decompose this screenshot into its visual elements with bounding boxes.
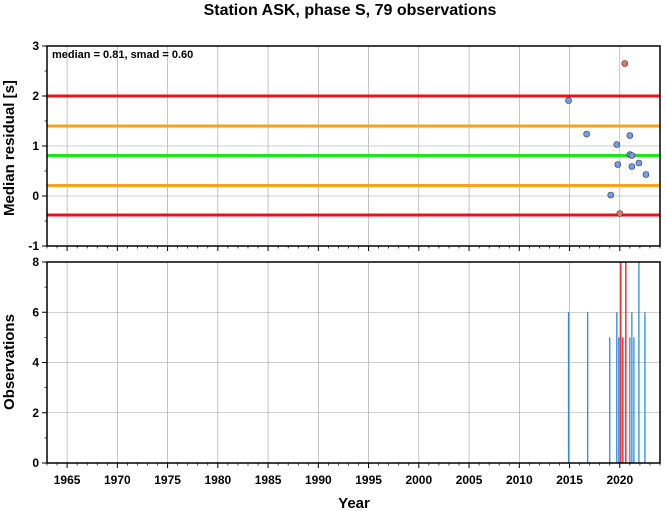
x-tick-label: 2015: [556, 473, 583, 487]
x-tick-label: 1975: [154, 473, 181, 487]
y-tick-label: 0: [32, 456, 39, 470]
residual-points: [565, 60, 650, 217]
residual-point: [616, 210, 624, 217]
residual-threshold-lines: [47, 94, 660, 217]
median-smad-annotation: median = 0.81, smad = 0.60: [52, 49, 193, 61]
residual-point: [628, 152, 636, 159]
residual-scatter-panel: -1 0 1 2 3 median = 0.81, smad = 0.60 Median…: [1, 39, 661, 253]
observations-y-ticks: 0 2 4 6 8: [32, 255, 47, 470]
observations-bars: [567, 262, 646, 463]
residual-point: [607, 191, 615, 199]
y-tick-label: 2: [32, 406, 39, 420]
residual-point: [613, 141, 621, 148]
residual-point: [628, 163, 636, 170]
y-tick-label: 1: [32, 139, 39, 153]
y-tick-label: 2: [32, 89, 39, 103]
y-tick-label: 8: [32, 255, 39, 269]
chart-title: Station ASK, phase S, 79 observations: [204, 2, 497, 19]
y-tick-label: -1: [28, 239, 39, 253]
residual-point: [614, 161, 622, 168]
x-tick-label: 1980: [204, 473, 231, 487]
x-tick-label: 1970: [104, 473, 131, 487]
x-tick-label: 1995: [355, 473, 382, 487]
residual-y-axis-label: Median residual [s]: [1, 80, 18, 216]
residual-x-ticks: [46, 246, 661, 251]
y-tick-label: 0: [32, 189, 39, 203]
residual-point: [635, 159, 643, 167]
observations-y-axis-label: Observations: [1, 314, 18, 410]
residual-point: [583, 130, 590, 138]
x-tick-label: 2000: [405, 473, 432, 487]
residual-point: [642, 171, 650, 178]
residual-point: [621, 60, 629, 67]
x-tick-label: 2020: [606, 473, 633, 487]
residual-point: [626, 132, 634, 139]
y-tick-label: 4: [32, 356, 39, 370]
residual-y-ticks: -1 0 1 2 3: [28, 39, 47, 253]
x-tick-label: 2010: [506, 473, 533, 487]
residual-point: [565, 97, 572, 104]
observations-x-ticks: 1965 1970 1975 1980 1985 1990 1995 2000 2005 2010…: [46, 463, 661, 487]
x-tick-label: 1965: [54, 473, 81, 487]
x-tick-label: 1990: [305, 473, 332, 487]
y-tick-label: 6: [32, 305, 39, 319]
observations-bar-panel: 0 2 4 6 8 1965 1970 1975 1980 1985 1990 1995 2000 20…: [1, 255, 661, 511]
x-tick-label: 1985: [255, 473, 282, 487]
y-tick-label: 3: [32, 39, 39, 53]
x-tick-label: 2005: [456, 473, 483, 487]
x-axis-label: Year: [338, 495, 370, 511]
